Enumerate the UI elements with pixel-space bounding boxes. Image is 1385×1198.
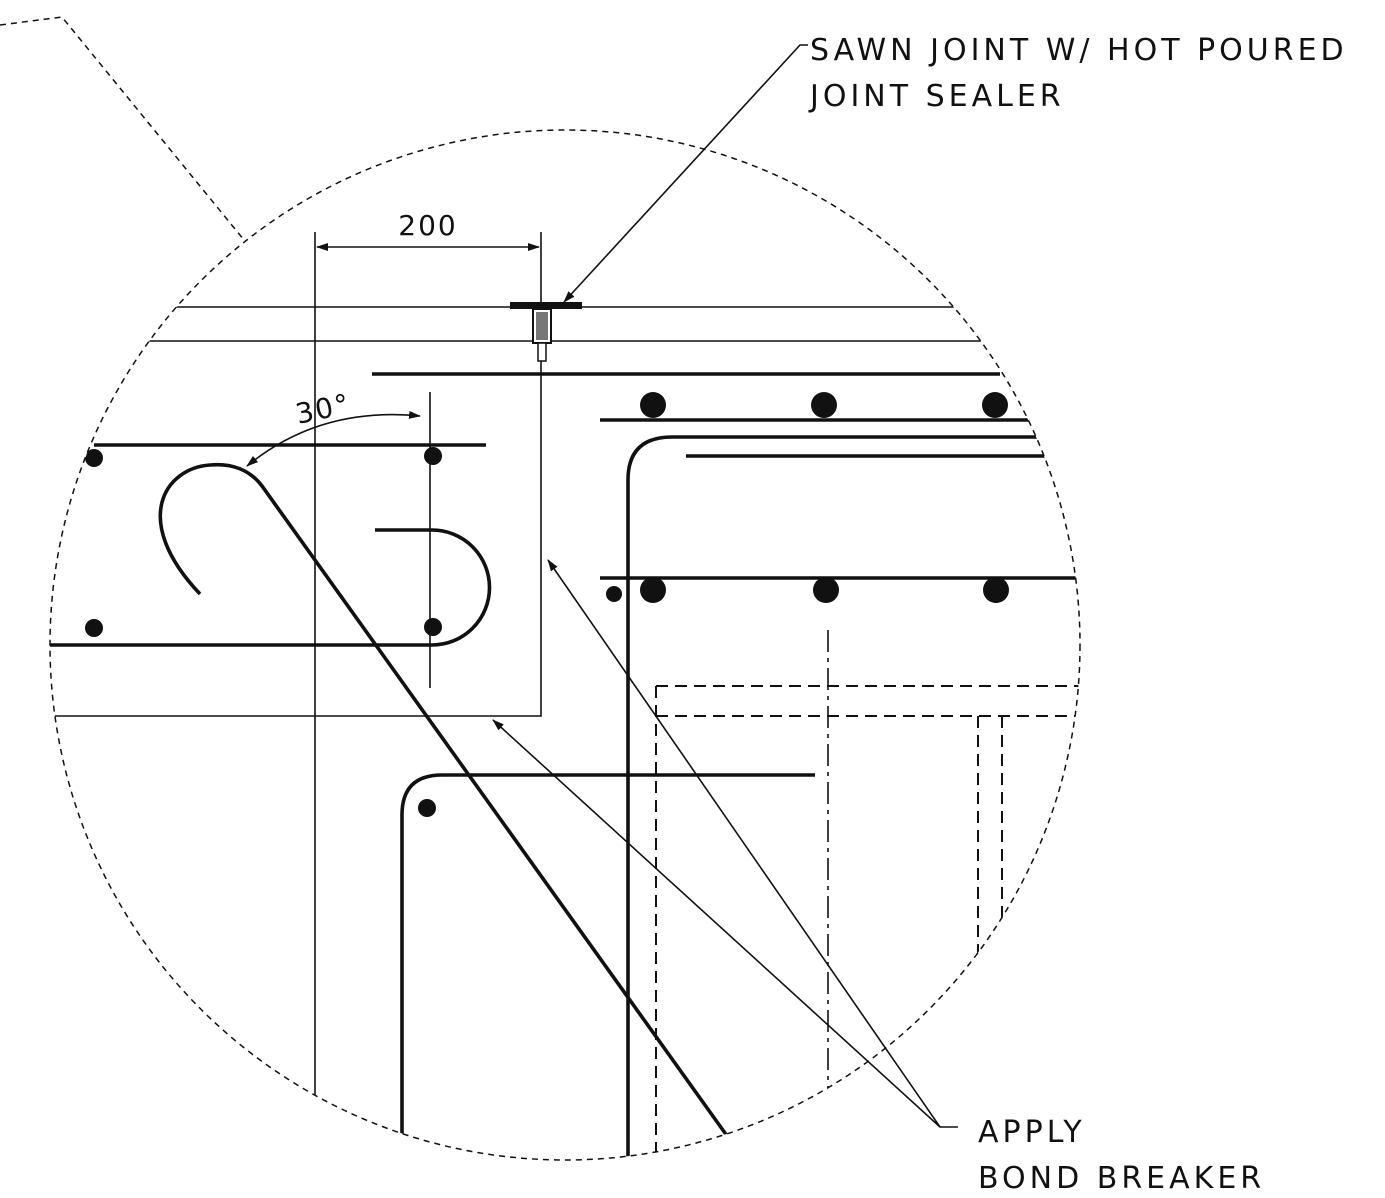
sawn-joint-label-line2: JOINT SEALER (808, 79, 1065, 114)
bond-breaker-leaders: APPLY BOND BREAKER (492, 559, 1265, 1196)
bond-breaker-label-line1: APPLY (978, 1115, 1086, 1150)
sawn-joint-leader: SAWN JOINT W/ HOT POURED JOINT SEALER (563, 33, 1348, 303)
dimension-200: 200 (316, 209, 540, 251)
dimension-200-text: 200 (398, 209, 457, 242)
sawn-joint-label-line1: SAWN JOINT W/ HOT POURED (810, 33, 1348, 68)
detail-callout (0, 16, 1081, 1161)
angle-30: 30° (246, 387, 421, 467)
slab-section (50, 232, 1080, 1160)
bond-breaker-label-line2: BOND BREAKER (978, 1161, 1265, 1196)
sawn-joint-sealer (510, 302, 582, 362)
angle-30-text: 30° (293, 387, 354, 431)
